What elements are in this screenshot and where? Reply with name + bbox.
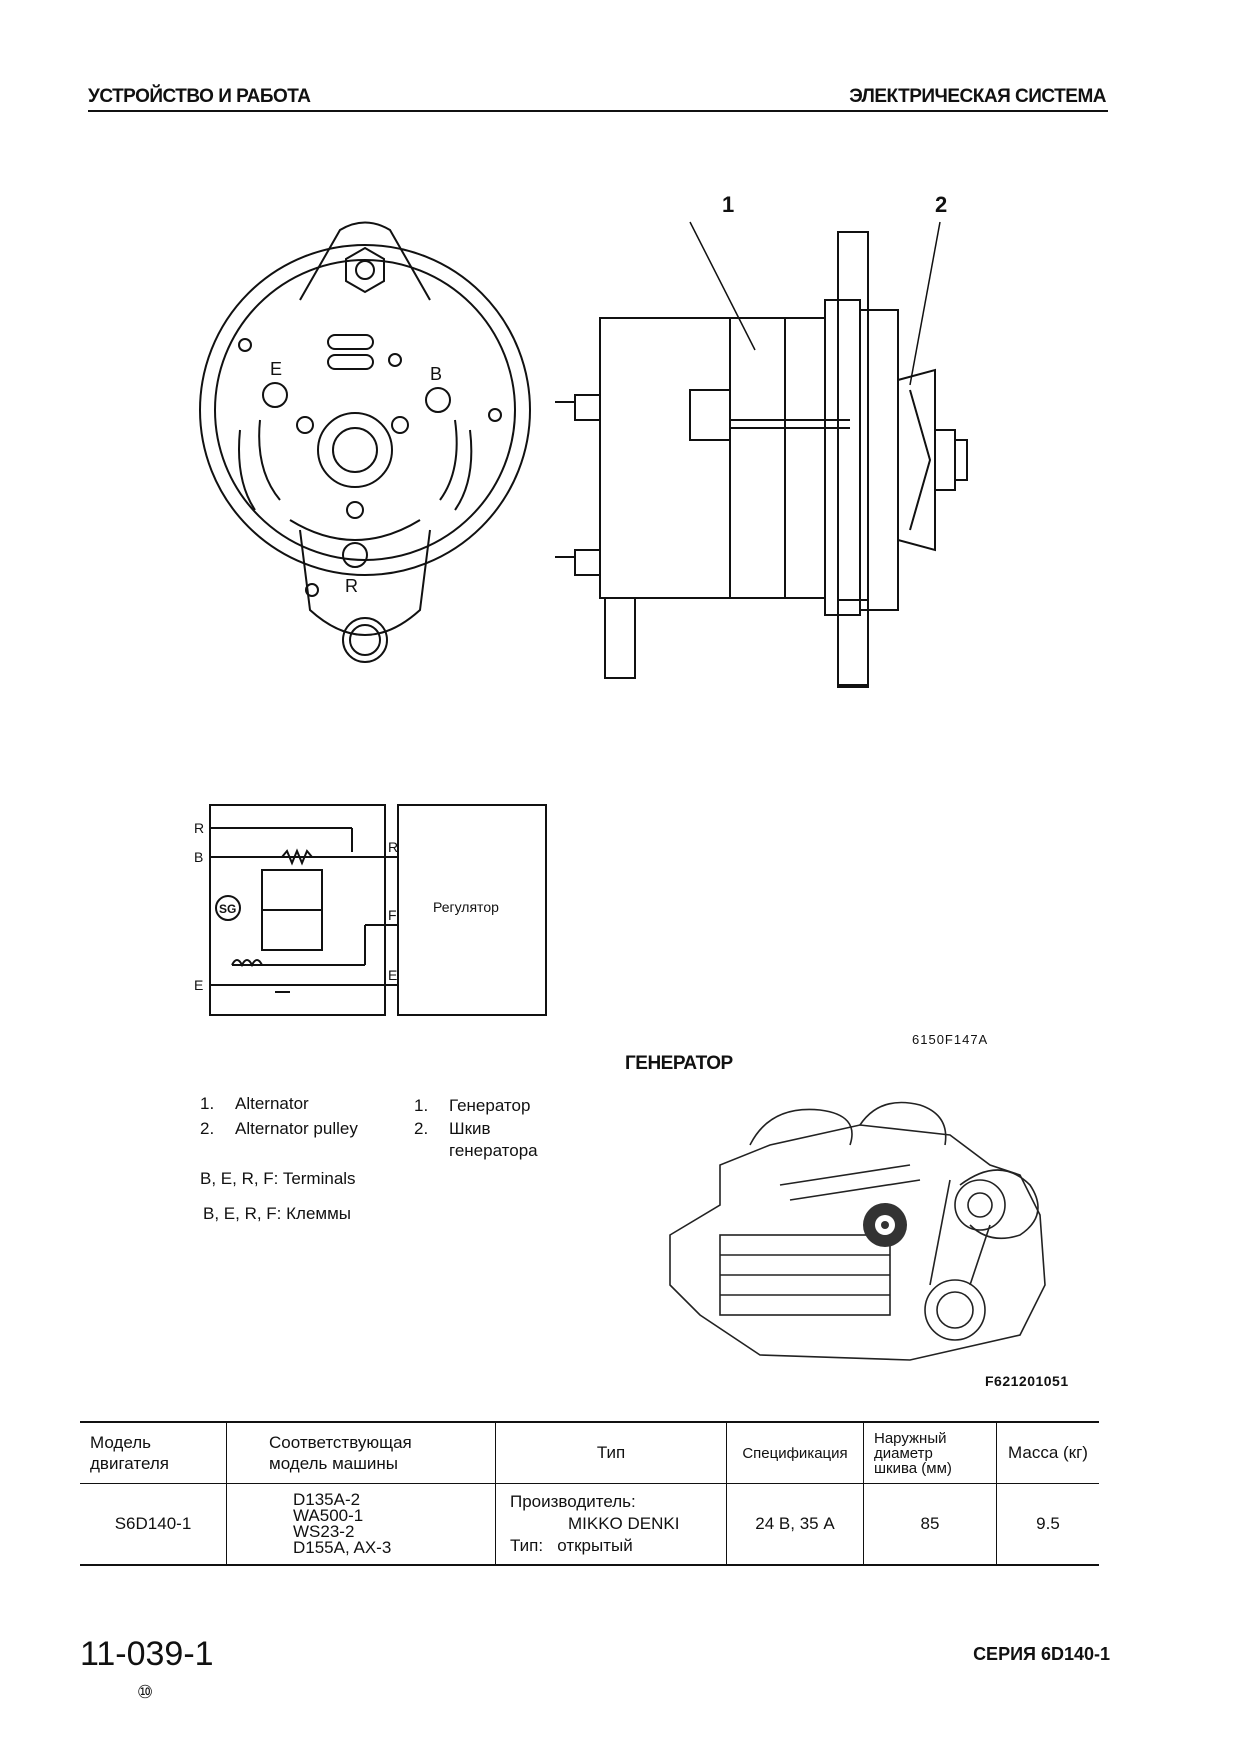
legend-en-item-2: Alternator pulley <box>235 1119 358 1138</box>
revision-mark: ⑩ <box>137 1682 154 1702</box>
schem-term-b: B <box>194 849 203 865</box>
regulator-label: Регулятор <box>433 899 499 915</box>
terminal-r-label: R <box>345 576 358 596</box>
legend-ru-item-2a: Шкив <box>449 1119 491 1138</box>
col-machine-model: Соответствующая модель машины <box>226 1422 496 1484</box>
type-maker-label: Производитель: <box>510 1492 636 1511</box>
alternator-side-view <box>555 221 968 688</box>
alternator-figure: 1 2 E B R R B E R F E SG Регулятор 6150F… <box>194 192 988 1047</box>
figure-title: ГЕНЕРАТОР <box>625 1053 733 1074</box>
schem-term-r: R <box>194 820 204 836</box>
legend-en-terminals: B, E, R, F: Terminals <box>200 1169 356 1188</box>
engine-figure-code: F621201051 <box>985 1373 1069 1389</box>
legend-ru-terminals: B, E, R, F: Клеммы <box>203 1204 351 1223</box>
reg-term-e: E <box>388 967 397 983</box>
legend-ru-item-2b: генератора <box>449 1141 538 1160</box>
cell-type: Производитель: MIKKO DENKI Тип: открытый <box>495 1483 727 1565</box>
col-mass: Масса (кг) <box>996 1422 1099 1484</box>
machine-2: WA500-1 <box>293 1506 364 1525</box>
table-row: S6D140-1 D135A-2 WA500-1 WS23-2 D155A, A… <box>80 1483 1099 1565</box>
cell-machines: D135A-2 WA500-1 WS23-2 D155A, AX-3 <box>226 1483 496 1565</box>
cell-engine: S6D140-1 <box>114 1514 192 1533</box>
legend-en-num-2: 2. <box>200 1119 215 1138</box>
machine-1: D135A-2 <box>293 1490 361 1509</box>
cell-diameter: 85 <box>863 1483 997 1565</box>
cell-spec: 24 В, 35 А <box>726 1483 864 1565</box>
callout-2: 2 <box>935 192 947 217</box>
terminal-e-label: E <box>270 359 282 379</box>
sg-label: SG <box>219 902 236 916</box>
col-engine-model: Модель двигателя <box>80 1422 227 1484</box>
type-maker: MIKKO DENKI <box>568 1514 680 1533</box>
alternator-front-view <box>199 221 531 663</box>
type-kind-label: Тип: <box>510 1536 544 1555</box>
alternator-highlight <box>863 1203 907 1247</box>
terminal-b-label: B <box>430 364 442 384</box>
type-kind-row: Тип: открытый <box>510 1535 716 1557</box>
legend-en-num-1: 1. <box>200 1094 215 1113</box>
header-rule <box>88 110 1108 112</box>
system-title: ЭЛЕКТРИЧЕСКАЯ СИСТЕМА <box>849 86 1106 107</box>
wiring-schematic <box>209 804 547 1016</box>
reg-term-f: F <box>388 907 397 923</box>
engine-illustration <box>669 1101 1046 1361</box>
col-pulley-diameter: Наружный диаметр шкива (мм) <box>863 1422 997 1484</box>
figure-code: 6150F147A <box>912 1032 988 1047</box>
machine-3: WS23-2 <box>293 1522 355 1541</box>
series-label: СЕРИЯ 6D140-1 <box>973 1644 1110 1664</box>
legend-en-item-1: Alternator <box>235 1094 309 1113</box>
machine-4: D155A, AX-3 <box>293 1538 392 1557</box>
legend-ru-num-2: 2. <box>414 1119 429 1138</box>
alternator-spec-table: Модель двигателя Соответствующая модель … <box>80 1421 1099 1566</box>
callout-1: 1 <box>722 192 734 217</box>
col-type: Тип <box>495 1422 727 1484</box>
section-title: УСТРОЙСТВО И РАБОТА <box>88 86 311 107</box>
table-header-row: Модель двигателя Соответствующая модель … <box>80 1422 1099 1484</box>
schem-term-e: E <box>194 977 203 993</box>
cell-mass: 9.5 <box>996 1483 1099 1565</box>
type-kind: открытый <box>557 1536 633 1555</box>
col-spec: Спецификация <box>726 1422 864 1484</box>
page-number: 11-039-1 <box>80 1635 214 1673</box>
reg-term-r: R <box>388 839 398 855</box>
legend-ru-item-1: Генератор <box>449 1096 531 1115</box>
legend-ru-num-1: 1. <box>414 1096 429 1115</box>
